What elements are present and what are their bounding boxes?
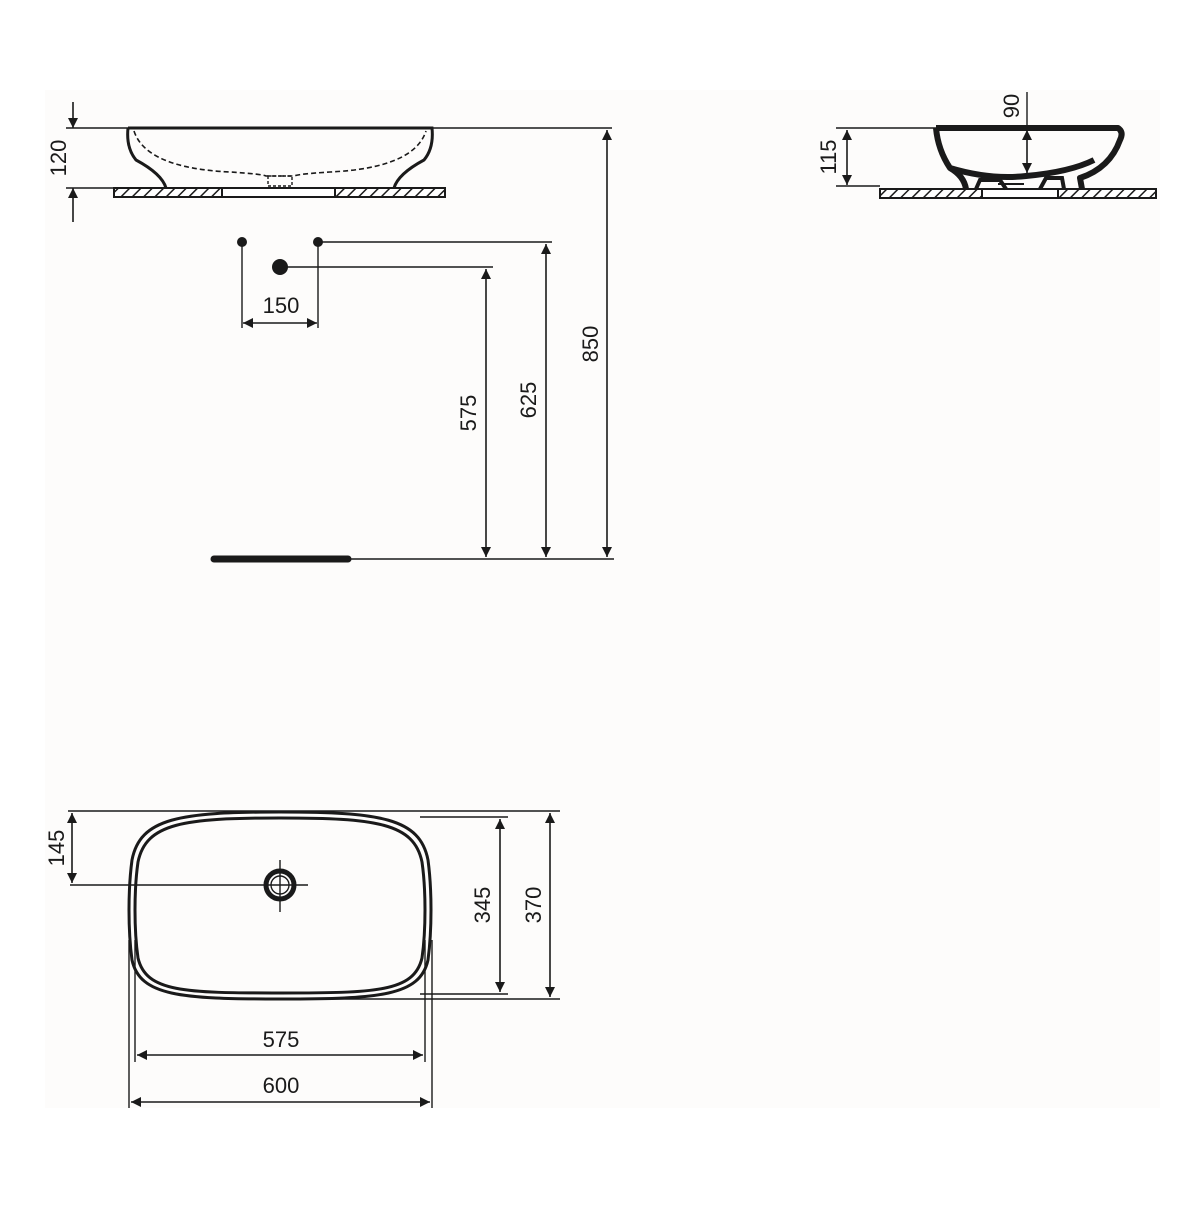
- dim-600-label: 600: [263, 1073, 300, 1098]
- dimension-front-height: 120: [46, 102, 78, 222]
- dim-150-label: 150: [263, 293, 300, 318]
- dim-575-height-label: 575: [456, 395, 481, 432]
- dim-90-label: 90: [999, 94, 1024, 118]
- dimension-outer-depth: 370: [521, 813, 555, 997]
- waste-outlet-hidden: [267, 175, 293, 187]
- dim-625-label: 625: [516, 382, 541, 419]
- dim-850-label: 850: [578, 326, 603, 363]
- tap-hole: [70, 860, 308, 912]
- dim-575-width-label: 575: [263, 1027, 300, 1052]
- installation-heights-view: 150 575 625 850: [210, 130, 614, 563]
- basin-rim-outer: [127, 810, 433, 1001]
- countertop-slab-front: [113, 187, 446, 198]
- side-elevation-view: 115 90: [816, 92, 1157, 199]
- dimension-bowl-depth: 90: [999, 92, 1032, 173]
- basin-outline-side: [933, 125, 1125, 190]
- dimension-inner-width: 575: [137, 1027, 423, 1060]
- dim-145-label: 145: [44, 830, 69, 867]
- dimension-tap-hole-offset: 145: [44, 813, 77, 883]
- dimension-inner-depth: 345: [470, 819, 505, 992]
- dimension-waste-height: 575: [456, 269, 491, 557]
- basin-rim-inner: [133, 816, 427, 995]
- dimension-countertop-height: 850: [578, 130, 612, 557]
- dimension-outer-width: 600: [131, 1073, 430, 1107]
- plan-view: 145 345 370 575 600: [44, 810, 560, 1108]
- dim-345-label: 345: [470, 887, 495, 924]
- countertop-slab-side: [879, 188, 1157, 199]
- dim-120-label: 120: [46, 140, 71, 177]
- dimension-tap-spacing: 150: [243, 293, 317, 328]
- dim-115-label: 115: [816, 139, 841, 174]
- front-elevation-view: 120: [46, 102, 612, 222]
- dimension-side-height: 115: [816, 130, 852, 185]
- dim-370-label: 370: [521, 887, 546, 924]
- dimension-tap-height: 625: [516, 244, 551, 557]
- sheet-background: [45, 90, 1160, 1108]
- basin-outline-front: [126, 126, 434, 189]
